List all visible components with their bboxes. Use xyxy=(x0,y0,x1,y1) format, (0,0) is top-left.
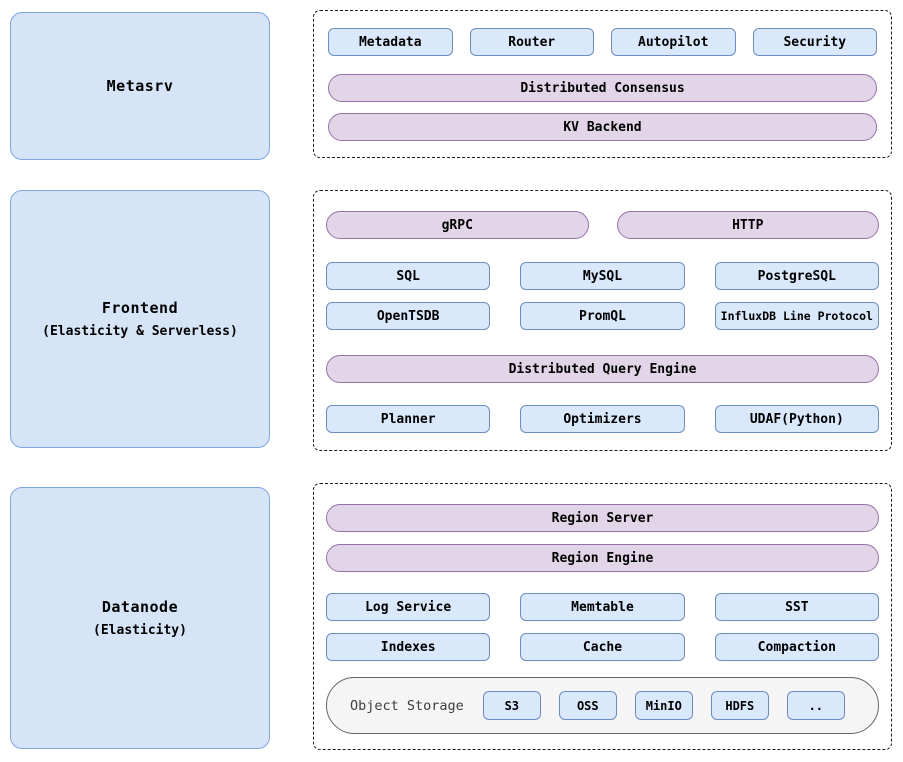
box-indexes: Indexes xyxy=(326,633,491,661)
panel-metasrv-title: Metasrv xyxy=(106,77,174,95)
box-sst: SST xyxy=(714,593,879,621)
panel-datanode: Datanode (Elasticity) xyxy=(10,487,270,749)
box-autopilot: Autopilot xyxy=(611,28,736,56)
object-storage-container: Object Storage S3 OSS MinIO HDFS .. xyxy=(326,677,879,734)
box-hdfs: HDFS xyxy=(710,691,769,720)
pill-kv-backend: KV Backend xyxy=(328,113,877,141)
object-storage-label: Object Storage xyxy=(350,697,464,714)
frontend-engine-components-row: Planner Optimizers UDAF(Python) xyxy=(326,405,879,433)
datanode-cluster: Region Server Region Engine Log Service … xyxy=(313,483,892,750)
box-security: Security xyxy=(752,28,877,56)
box-promql: PromQL xyxy=(520,302,685,330)
frontend-protocol-pills-row: gRPC HTTP xyxy=(326,211,879,239)
box-optimizers: Optimizers xyxy=(520,405,685,433)
pill-region-engine: Region Engine xyxy=(326,544,879,572)
box-compaction: Compaction xyxy=(714,633,879,661)
panel-datanode-subtitle: (Elasticity) xyxy=(93,623,187,638)
box-s3: S3 xyxy=(482,691,541,720)
box-udaf-python: UDAF(Python) xyxy=(714,405,879,433)
panel-frontend-subtitle: (Elasticity & Serverless) xyxy=(42,324,238,339)
box-oss: OSS xyxy=(558,691,617,720)
panel-datanode-title: Datanode xyxy=(101,598,179,616)
frontend-cluster: gRPC HTTP SQL MySQL PostgreSQL OpenTSDB … xyxy=(313,190,892,451)
datanode-components-row1: Log Service Memtable SST xyxy=(326,593,879,621)
box-other-storage: .. xyxy=(786,691,845,720)
panel-frontend: Frontend (Elasticity & Serverless) xyxy=(10,190,270,448)
box-influxdb-line-protocol: InfluxDB Line Protocol xyxy=(714,302,879,330)
pill-distributed-consensus: Distributed Consensus xyxy=(328,74,877,102)
box-sql: SQL xyxy=(326,262,491,290)
box-planner: Planner xyxy=(326,405,491,433)
pill-region-server: Region Server xyxy=(326,504,879,532)
box-router: Router xyxy=(469,28,594,56)
box-log-service: Log Service xyxy=(326,593,491,621)
box-minio: MinIO xyxy=(634,691,693,720)
panel-metasrv: Metasrv xyxy=(10,12,270,160)
pill-http: HTTP xyxy=(616,211,879,239)
box-cache: Cache xyxy=(520,633,685,661)
metasrv-components-row: Metadata Router Autopilot Security xyxy=(328,28,877,56)
frontend-protocols-row2: OpenTSDB PromQL InfluxDB Line Protocol xyxy=(326,302,879,330)
datanode-components-row2: Indexes Cache Compaction xyxy=(326,633,879,661)
box-postgresql: PostgreSQL xyxy=(714,262,879,290)
panel-frontend-title: Frontend xyxy=(101,299,179,317)
pill-grpc: gRPC xyxy=(326,211,589,239)
box-metadata: Metadata xyxy=(328,28,453,56)
frontend-protocols-row1: SQL MySQL PostgreSQL xyxy=(326,262,879,290)
box-memtable: Memtable xyxy=(520,593,685,621)
metasrv-cluster: Metadata Router Autopilot Security Distr… xyxy=(313,10,892,158)
box-mysql: MySQL xyxy=(520,262,685,290)
pill-distributed-query-engine: Distributed Query Engine xyxy=(326,355,879,383)
box-opentsdb: OpenTSDB xyxy=(326,302,491,330)
